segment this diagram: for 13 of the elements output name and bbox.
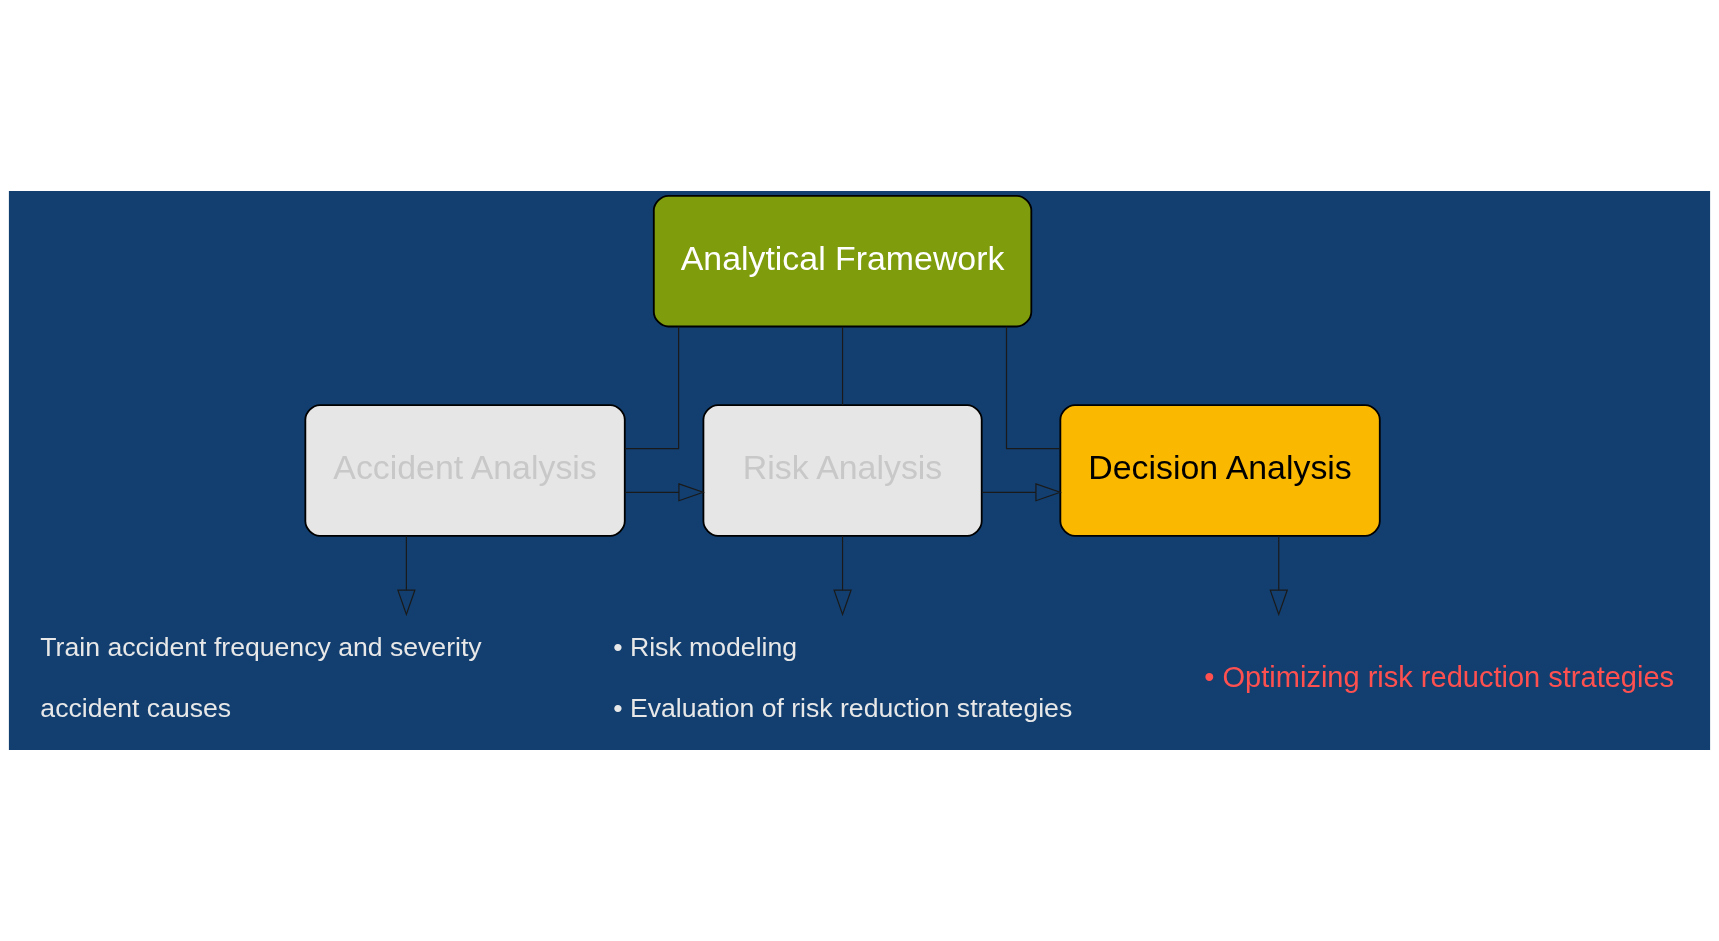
- arrow: [397, 535, 416, 617]
- node-box: Decision Analysis: [1059, 404, 1381, 537]
- connector: [1005, 326, 1061, 450]
- connector: [624, 326, 680, 450]
- arrow: [624, 482, 705, 502]
- arrow: [981, 482, 1062, 502]
- node-text: • Optimizing risk reduction strategies: [1204, 661, 1675, 694]
- node-text: • Risk modeling • Evaluation of risk reduction strategies: [613, 632, 1073, 723]
- connector: [841, 326, 844, 406]
- node-box: Analytical Framework: [652, 194, 1033, 328]
- node-text: Train accident frequency and severity accident causes: [40, 632, 482, 723]
- arrow: [1269, 535, 1289, 617]
- arrow: [833, 535, 852, 617]
